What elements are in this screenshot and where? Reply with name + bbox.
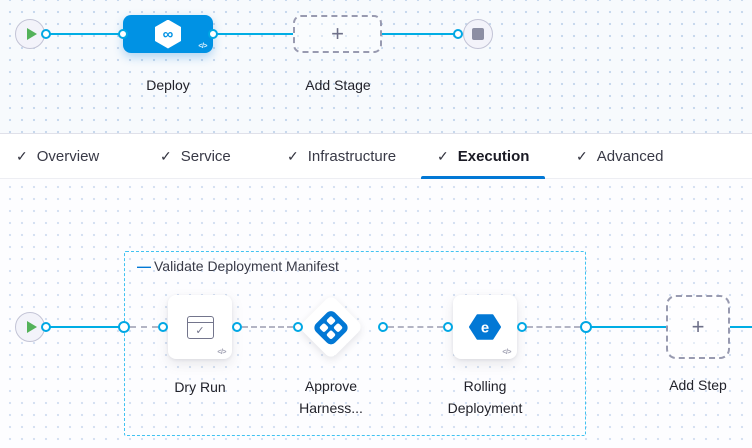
play-icon	[26, 28, 37, 40]
tab-service[interactable]: ✓ Service	[160, 147, 231, 165]
step-group-label: — Validate Deployment Manifest	[137, 258, 339, 274]
execution-canvas: — Validate Deployment Manifest ✓ </>	[0, 179, 752, 448]
plus-icon: +	[691, 314, 705, 339]
step-edge	[46, 326, 124, 328]
play-icon	[26, 321, 37, 333]
step-edge	[730, 326, 752, 328]
check-icon: ✓	[576, 147, 588, 164]
connector-port	[443, 322, 453, 332]
code-toggle-icon: </>	[217, 349, 226, 356]
step-label-rolling-deployment: Rolling Deployment	[447, 378, 523, 416]
add-stage-button[interactable]: +	[293, 15, 382, 53]
stage-edge	[46, 33, 123, 35]
step-edge-dashed	[388, 326, 443, 328]
stage-canvas: ∞ </> + Deploy Add Stage	[0, 0, 752, 133]
check-icon: ✓	[160, 147, 172, 164]
connector-port	[517, 322, 527, 332]
step-edge-dashed	[527, 326, 580, 328]
stage-edge	[213, 33, 293, 35]
group-port	[118, 321, 130, 333]
pipeline-end-node	[463, 19, 493, 49]
stage-node-deploy[interactable]: ∞ </>	[123, 15, 213, 53]
step-label-dry-run: Dry Run	[174, 379, 226, 395]
add-step-label: Add Step	[669, 377, 727, 393]
step-node-rolling-deployment[interactable]: e </>	[453, 295, 517, 359]
shell-script-icon: ✓	[186, 315, 214, 339]
plus-icon: +	[331, 21, 344, 46]
code-toggle-icon: </>	[198, 43, 207, 50]
step-label-approve: Approve Harness...	[299, 378, 363, 416]
connector-port	[232, 322, 242, 332]
svg-text:e: e	[481, 319, 489, 336]
step-edge-dashed	[242, 326, 293, 328]
connector-port	[118, 29, 128, 39]
tab-advanced[interactable]: ✓ Advanced	[576, 147, 664, 165]
stage-config-tabbar: ✓ Overview ✓ Service ✓ Infrastructure ✓ …	[0, 133, 752, 179]
connector-port	[41, 29, 51, 39]
tab-execution[interactable]: ✓ Execution	[421, 134, 546, 179]
step-group-validate-deployment-manifest: — Validate Deployment Manifest	[124, 251, 586, 436]
approval-icon	[311, 307, 351, 347]
add-stage-label: Add Stage	[305, 77, 371, 93]
add-step-button[interactable]: +	[666, 295, 730, 359]
collapse-dash-icon[interactable]: —	[137, 258, 151, 274]
rolling-deployment-icon: e	[469, 314, 501, 340]
tab-infrastructure[interactable]: ✓ Infrastructure	[287, 147, 397, 165]
connector-port	[293, 322, 303, 332]
connector-port	[453, 29, 463, 39]
tab-overview[interactable]: ✓ Overview	[16, 147, 100, 165]
connector-port	[158, 322, 168, 332]
step-edge-dashed	[130, 326, 158, 328]
harness-cd-icon: ∞	[155, 19, 181, 49]
stop-icon	[472, 28, 484, 40]
step-node-dry-run[interactable]: ✓ </>	[168, 295, 232, 359]
connector-port	[208, 29, 218, 39]
connector-port	[41, 322, 51, 332]
step-edge	[586, 326, 666, 328]
group-port	[580, 321, 592, 333]
stage-label: Deploy	[146, 77, 190, 93]
code-toggle-icon: </>	[502, 349, 511, 356]
check-icon: ✓	[287, 147, 299, 164]
pipeline-start-node	[15, 19, 45, 49]
check-icon: ✓	[16, 147, 28, 164]
stage-edge	[382, 33, 458, 35]
connector-port	[378, 322, 388, 332]
check-icon: ✓	[437, 147, 449, 164]
